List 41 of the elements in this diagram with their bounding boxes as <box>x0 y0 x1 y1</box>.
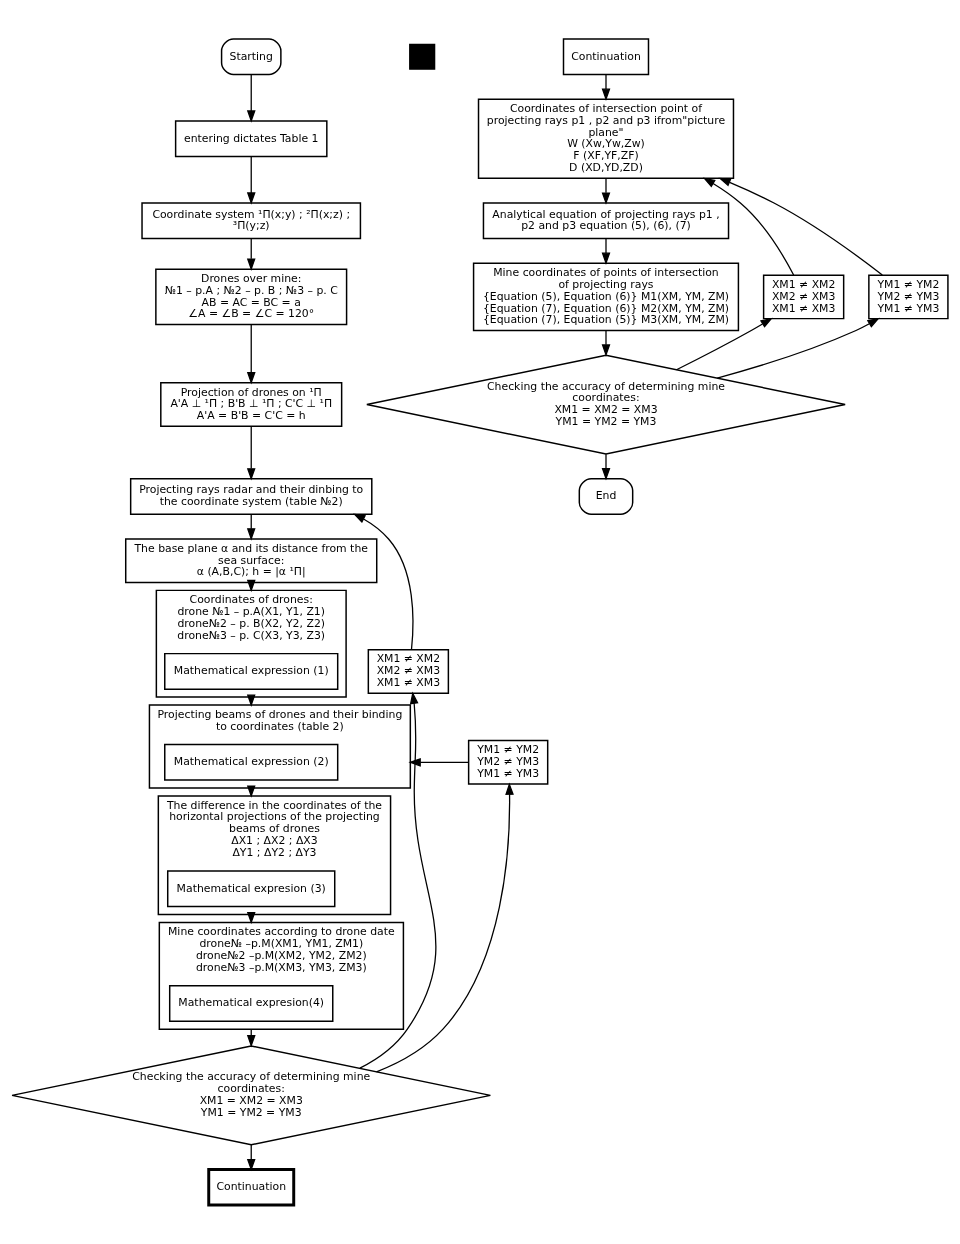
arrow <box>246 237 256 271</box>
arrow <box>408 757 470 767</box>
arrow <box>601 453 611 481</box>
arrow <box>246 74 256 123</box>
node-box: Mathematical expresion(4) <box>168 984 334 1022</box>
node-box: Mathematical expression (1) <box>164 652 339 690</box>
node-box: Projection of drones on ¹П A'A ⊥ ¹П ; B'B ⊥ ¹П ; C'C ⊥ ¹П A'A = B'B = C'C = h <box>160 382 343 428</box>
node-box: Coordinates of intersection point of projecting rays p1 , p2 and p3 ifrom"picture plane" W (Xw,Yw,Zw) F (XF,YF,ZF) D (XD,YD,ZD) <box>477 98 735 180</box>
node-box: Mathematical expresion (3) <box>167 870 336 908</box>
node-box: XM1 ≠ XM2 XM2 ≠ XM3 XM1 ≠ XM3 <box>367 648 450 694</box>
arrow <box>375 782 514 1073</box>
node-box <box>409 43 436 70</box>
node-box: XM1 ≠ XM2 XM2 ≠ XM3 XM1 ≠ XM3 <box>762 274 845 320</box>
node-diamond: Checking the accuracy of determining mine coordinates: XM1 = XM2 = XM3 YM1 = YM2 = YM3 <box>366 354 846 455</box>
node-box: Continuation <box>562 38 650 76</box>
arrow <box>246 425 256 481</box>
node-box: Mine coordinates of points of intersection of projecting rays {Equation (5), Equation (6)} M1(XM, YM, ZM) {Equation (7), Equation (6)} M2(XM, YM, ZM) {Equation (7), Equation (5)} M3(XM, YM, ZM) <box>472 262 740 332</box>
node-box: End <box>578 477 634 515</box>
node-box: Projecting rays radar and their dinbing to the coordinate system (table №2) <box>129 477 373 515</box>
arrow <box>352 513 414 651</box>
node-box: Mathematical expression (2) <box>164 743 339 781</box>
node-box: entering dictates Table 1 <box>174 120 328 158</box>
arrow <box>601 74 611 102</box>
node-box: Coordinate system ¹П(x;y) ; ²П(x;z) ; ³П(y;z) <box>141 202 362 240</box>
arrow <box>675 317 773 371</box>
arrow <box>601 330 611 357</box>
arrow <box>702 177 795 276</box>
arrow <box>716 317 880 379</box>
node-box: Drones over mine: №1 – p.A ; №2 – p. B ; №3 – p. C AB = AC = BC = a ∠A = ∠B = ∠C = 120° <box>155 268 348 326</box>
node-box: Analytical equation of projecting rays p1 , p2 and p3 equation (5), (6), (7) <box>482 202 730 240</box>
node-diamond: Checking the accuracy of determining mine coordinates: XM1 = XM2 = XM3 YM1 = YM2 = YM3 <box>11 1045 492 1146</box>
arrow <box>601 237 611 265</box>
arrow <box>601 177 611 205</box>
arrow <box>359 691 437 1069</box>
node-box: Starting <box>220 38 282 76</box>
arrow <box>246 323 256 385</box>
arrow <box>718 177 883 276</box>
arrow <box>246 156 256 205</box>
node-box: Continuation <box>207 1168 296 1207</box>
node-box: YM1 ≠ YM2 YM2 ≠ YM3 YM1 ≠ YM3 <box>467 739 549 785</box>
node-box: YM1 ≠ YM2 YM2 ≠ YM3 YM1 ≠ YM3 <box>868 274 949 320</box>
